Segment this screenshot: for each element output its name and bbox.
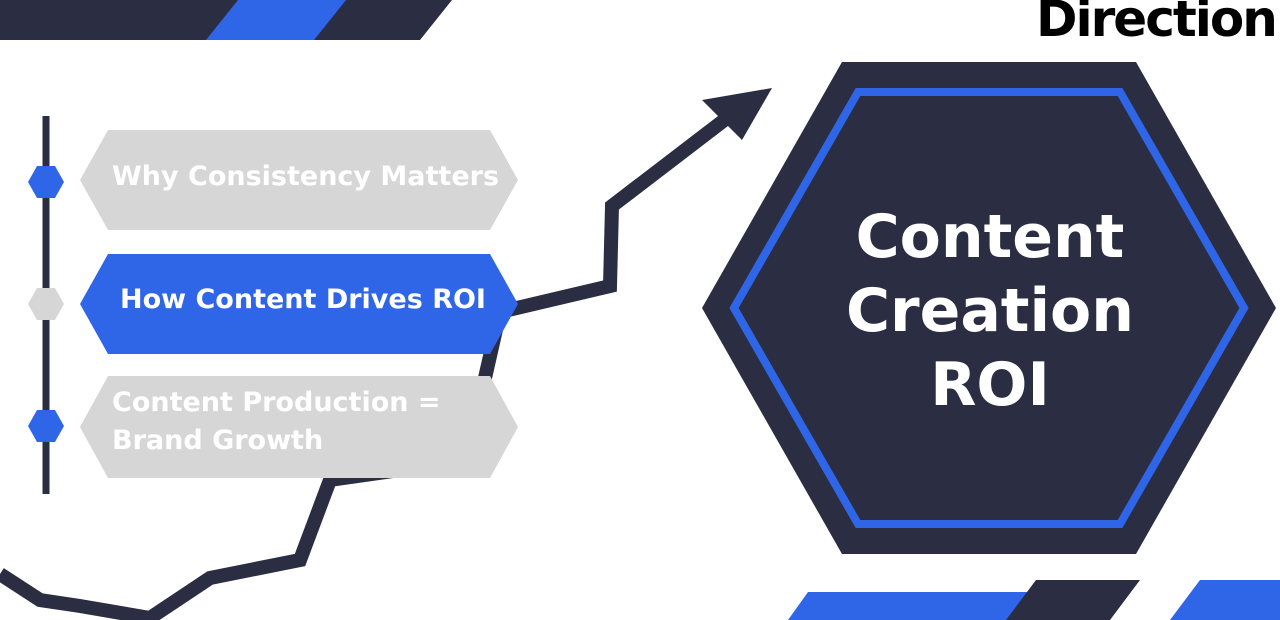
top-stripe-navy-2	[314, 0, 452, 40]
direction-logo: Direction	[1036, 0, 1278, 44]
bottom-stripe-blue	[788, 592, 1030, 620]
timeline-node-2	[28, 288, 64, 320]
timeline-item-content-roi[interactable]: How Content Drives ROI	[120, 281, 486, 319]
growth-arrow-head	[702, 88, 772, 140]
hexagon-title-line-2: Creation	[846, 276, 1134, 346]
item-shape-2	[80, 254, 518, 354]
hexagon-outer	[702, 62, 1276, 554]
hexagon-title-line-1: Content	[855, 202, 1125, 272]
bottom-stripe-navy	[1006, 580, 1140, 620]
timeline-node-3	[28, 410, 64, 442]
timeline-item-brand-growth[interactable]: Content Production = Brand Growth	[112, 384, 441, 460]
timeline-item-label-line-2: Brand Growth	[112, 425, 324, 456]
growth-line	[0, 102, 745, 620]
hexagon-title-line-3: ROI	[930, 350, 1050, 420]
timeline-item-why-consistency[interactable]: Why Consistency Matters	[112, 158, 499, 196]
timeline-item-label-line-1: Content Production =	[112, 387, 441, 418]
item-shape-1	[80, 130, 518, 230]
timeline-item-label: How Content Drives ROI	[120, 284, 486, 315]
timeline-item-label: Why Consistency Matters	[112, 161, 500, 192]
item-shape-3	[80, 376, 518, 478]
top-stripe-blue	[206, 0, 350, 40]
logo-text: Direction	[1036, 0, 1278, 48]
hexagon-title: Content Creation ROI	[780, 200, 1200, 422]
timeline-node-1	[28, 166, 64, 198]
top-stripe-navy	[0, 0, 250, 40]
hexagon-ring	[729, 88, 1249, 528]
bottom-stripe-blue-2	[1170, 580, 1280, 620]
